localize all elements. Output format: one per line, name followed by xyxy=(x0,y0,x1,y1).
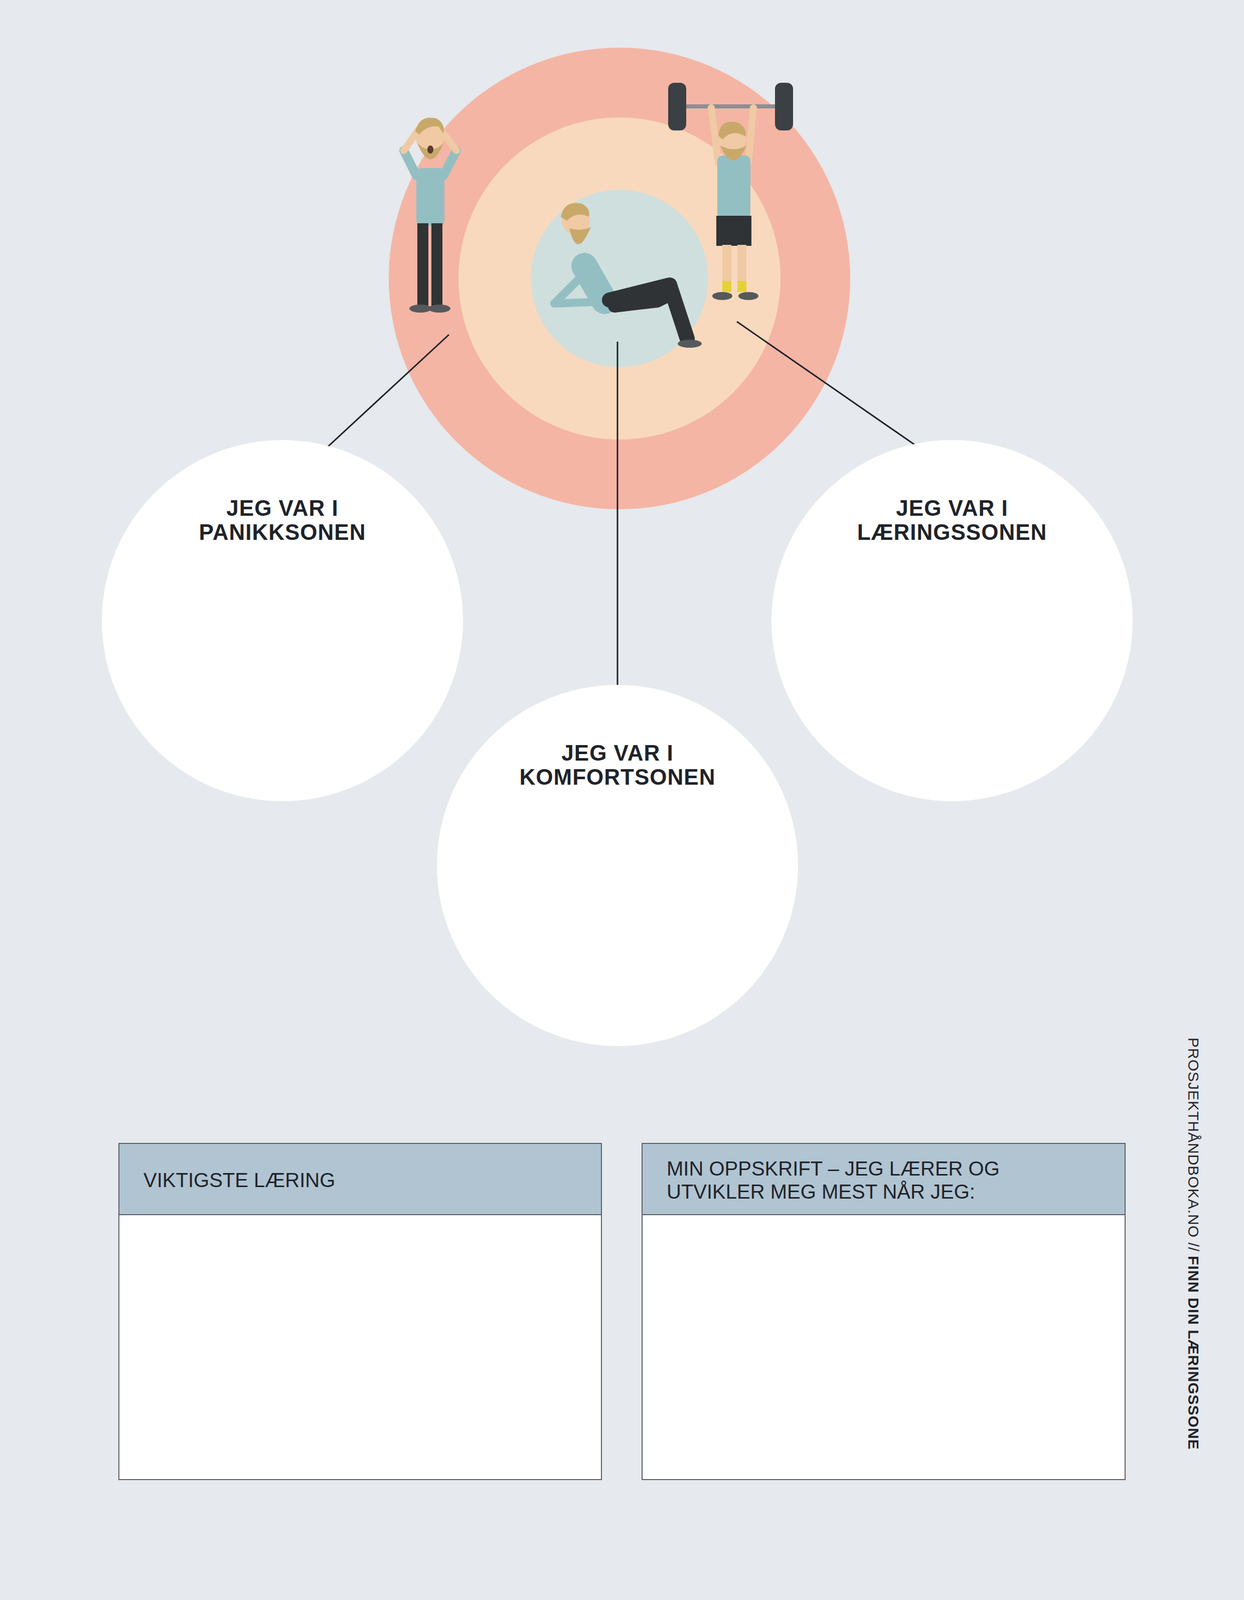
figure-part xyxy=(428,304,451,313)
zone-circle: JEG VAR I PANIKKSONEN xyxy=(101,439,463,802)
panic-figure xyxy=(403,117,457,313)
figure-part xyxy=(774,82,794,131)
figure-part xyxy=(720,145,747,161)
zone-rings xyxy=(388,47,851,510)
figure-part xyxy=(738,291,759,300)
panic-ring xyxy=(388,47,851,510)
zone-heading: JEG VAR I LÆRINGSSONEN xyxy=(841,496,1063,545)
learning-ring xyxy=(458,117,781,440)
figure-part xyxy=(614,295,668,306)
notes-box: MIN OPPSKRIFT – JEG LÆRER OG UTVIKLER ME… xyxy=(641,1142,1126,1480)
figure-part xyxy=(674,104,791,109)
figure-part xyxy=(427,145,434,154)
figure-part xyxy=(716,215,752,246)
figure-part xyxy=(737,280,747,292)
learning-figure xyxy=(668,82,794,300)
figure-part xyxy=(718,121,746,140)
zone-heading: JEG VAR I KOMFORTSONEN xyxy=(507,740,728,790)
figure-part xyxy=(717,155,751,219)
side-label: PROSJEKTHÅNDBOKA.NO // xyxy=(1185,1037,1202,1252)
figure-part xyxy=(443,150,457,176)
side-caption: PROSJEKTHÅNDBOKA.NO // FINN DIN LÆRINGSSO… xyxy=(1184,1037,1202,1450)
figure-part xyxy=(417,223,429,306)
figure-part xyxy=(722,280,732,292)
figure-part xyxy=(569,226,591,245)
figure-part xyxy=(712,291,733,300)
box-heading: MIN OPPSKRIFT – JEG LÆRER OG UTVIKLER ME… xyxy=(666,1156,1068,1203)
figure-part xyxy=(748,107,754,164)
leader-line xyxy=(616,341,619,686)
box-header: VIKTIGSTE LÆRING xyxy=(119,1143,601,1215)
zone-circle: JEG VAR I LÆRINGSSONEN xyxy=(771,439,1133,802)
box-heading: VIKTIGSTE LÆRING xyxy=(143,1168,336,1192)
zone-heading: JEG VAR I PANIKKSONEN xyxy=(172,496,393,545)
figure-part xyxy=(677,339,702,348)
figure-part xyxy=(409,304,432,313)
figure-part xyxy=(431,223,443,306)
figure-part xyxy=(416,168,445,226)
comfort-ring xyxy=(530,189,709,368)
zone-circle: JEG VAR I KOMFORTSONEN xyxy=(436,684,799,1046)
comfort-figure xyxy=(554,202,702,348)
side-label: FINN DIN LÆRINGSSONE xyxy=(1185,1255,1202,1450)
box-header: MIN OPPSKRIFT – JEG LÆRER OG UTVIKLER ME… xyxy=(642,1143,1125,1215)
figure-part xyxy=(668,82,687,131)
figure-part xyxy=(415,117,444,135)
notes-box: VIKTIGSTE LÆRING xyxy=(118,1142,602,1480)
figure-part xyxy=(403,150,417,176)
figure-part xyxy=(554,301,592,304)
figure-part xyxy=(417,142,444,160)
figure-part xyxy=(711,107,719,164)
figure-part xyxy=(609,284,688,339)
figure-part xyxy=(560,202,590,221)
